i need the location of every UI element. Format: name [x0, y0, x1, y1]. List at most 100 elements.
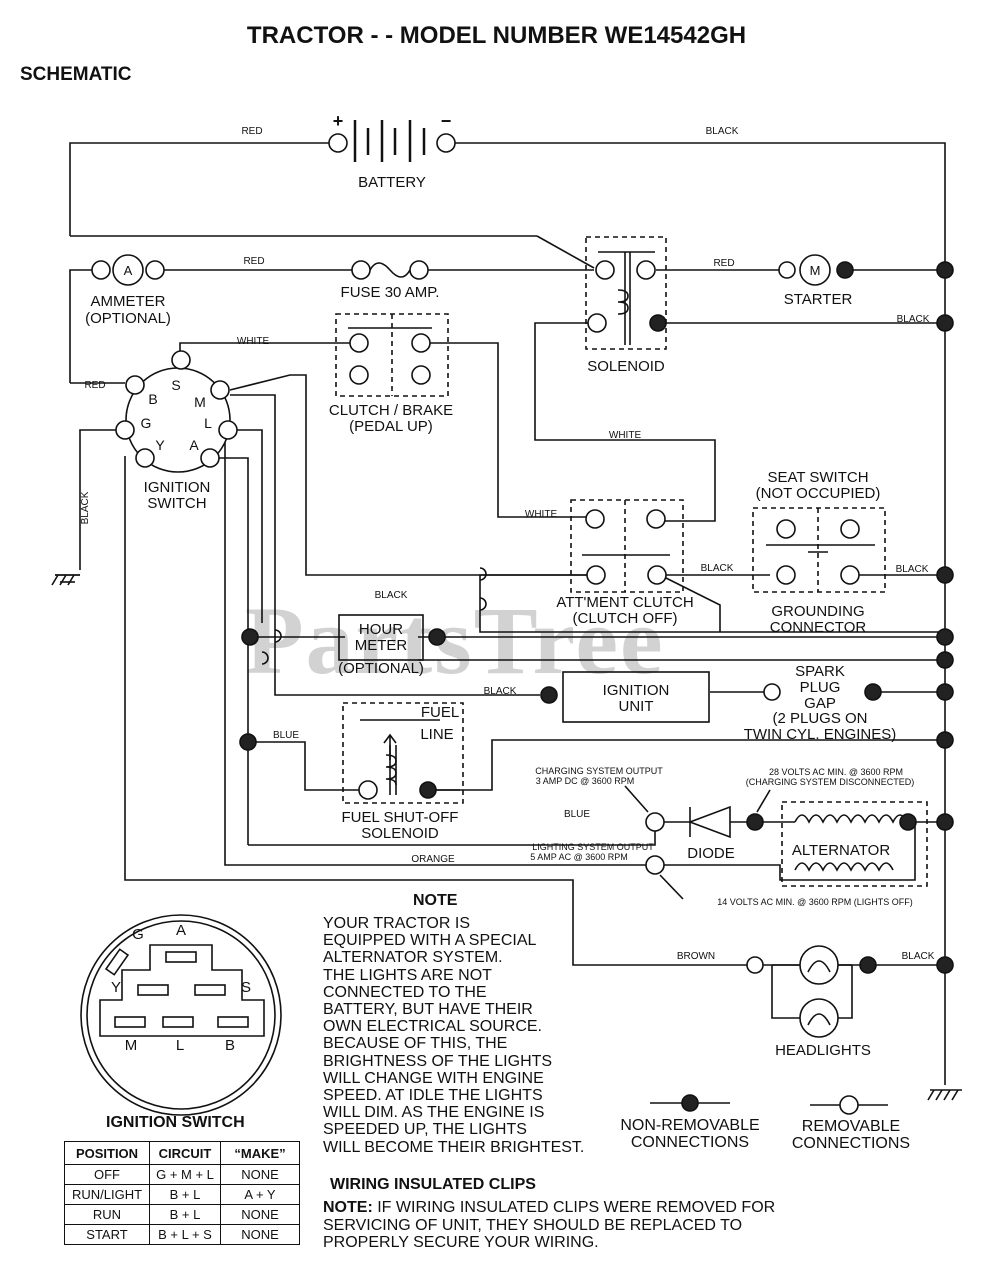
clips-heading: WIRING INSULATED CLIPS — [330, 1176, 536, 1193]
lighting-output-label: LIGHTING SYSTEM OUTPUT — [532, 842, 654, 852]
charging-output-label: CHARGING SYSTEM OUTPUT — [535, 766, 663, 776]
wires — [55, 142, 946, 1085]
plug-letter-g: G — [132, 926, 144, 943]
wire-label-red: RED — [243, 256, 264, 267]
legend-removable-icon — [810, 1095, 888, 1115]
starter-icon — [778, 254, 954, 286]
plug-letter-a: A — [176, 922, 186, 939]
switch-letter-b: B — [148, 391, 157, 407]
wire-label-black: BLACK — [375, 590, 408, 601]
plug-letter-b: B — [225, 1037, 235, 1054]
plug-letter-s: S — [241, 979, 251, 996]
page-title: TRACTOR - - MODEL NUMBER WE14542GH — [246, 22, 747, 49]
switch-letter-s: S — [171, 377, 180, 393]
spark-plug-line-2: PLUG — [800, 679, 841, 696]
spark-plug-line-1: SPARK — [795, 663, 845, 680]
fuel-line-label: FUEL — [421, 704, 459, 721]
starter-label: STARTER — [784, 291, 853, 308]
diode-icon — [645, 805, 764, 839]
pointer-arrow — [659, 874, 684, 900]
ammeter-icon — [91, 254, 165, 286]
wire-label-white: WHITE — [525, 509, 558, 520]
battery-label: BATTERY — [358, 174, 426, 191]
ignition-switch-table: POSITION CIRCUIT “MAKE” OFF G + M + L NO… — [64, 1141, 300, 1245]
wire-label-blue: BLUE — [564, 809, 590, 820]
table-cell: RUN/LIGHT — [64, 1184, 150, 1205]
ignition-unit-icon — [540, 671, 710, 723]
battery-plus: + — [333, 111, 344, 131]
clutch-brake-label: CLUTCH / BRAKE — [329, 402, 453, 419]
pointer-arrow — [756, 789, 771, 813]
volts-28-label: 28 VOLTS AC MIN. @ 3600 RPM — [769, 767, 903, 777]
wire-label-orange: ORANGE — [411, 854, 455, 865]
fuel-solenoid-label: FUEL SHUT-OFF — [342, 809, 459, 826]
wire-label-white: WHITE — [237, 336, 270, 347]
alternator-label: ALTERNATOR — [792, 842, 891, 859]
pointer-arrow — [624, 785, 649, 813]
column-header: CIRCUIT — [149, 1141, 221, 1165]
wire-label-red: RED — [241, 126, 262, 137]
headlights-icon — [746, 945, 954, 1038]
table-cell: NONE — [220, 1204, 300, 1225]
ignition-switch-icon — [115, 350, 238, 473]
seat-switch-label: SEAT SWITCH — [767, 469, 868, 486]
table-cell: B + L — [149, 1184, 221, 1205]
battery-minus: − — [441, 111, 452, 131]
spark-plug-icon — [763, 683, 954, 749]
wire-label-black: BLACK — [80, 491, 91, 524]
fuse-label: FUSE 30 AMP. — [341, 284, 440, 301]
seat-switch-sub: (NOT OCCUPIED) — [756, 485, 881, 502]
ignition-table-title: IGNITION SWITCH — [106, 1114, 245, 1131]
fuel-solenoid-label-2: SOLENOID — [361, 825, 439, 842]
attment-clutch-label: ATT'MENT CLUTCH — [556, 594, 693, 611]
volts-14-label: 14 VOLTS AC MIN. @ 3600 RPM (LIGHTS OFF) — [717, 897, 913, 907]
table-cell: G + M + L — [149, 1164, 221, 1185]
clips-note-label: NOTE: — [323, 1199, 373, 1216]
ignition-switch-label-2: SWITCH — [147, 495, 206, 512]
starter-symbol: M — [810, 263, 821, 278]
wire-label-black: BLACK — [897, 314, 930, 325]
column-header: POSITION — [64, 1141, 150, 1165]
hour-meter-label-2: METER — [355, 637, 408, 654]
table-row: RUN/LIGHT B + L A + Y — [64, 1184, 300, 1205]
ground-right-icon — [927, 1089, 962, 1101]
table-row: OFF G + M + L NONE — [64, 1164, 300, 1185]
spark-plug-line-4: (2 PLUGS ON — [772, 710, 867, 727]
table-cell: A + Y — [220, 1184, 300, 1205]
ammeter-symbol: A — [124, 263, 133, 278]
table-row: START B + L + S NONE — [64, 1224, 300, 1245]
hour-meter-optional: (OPTIONAL) — [338, 660, 424, 677]
legend-non-removable-label: NON-REMOVABLE CONNECTIONS — [620, 1117, 760, 1151]
headlights-label: HEADLIGHTS — [775, 1042, 871, 1059]
wire-label-red: RED — [84, 380, 105, 391]
switch-letter-y: Y — [155, 437, 165, 453]
lighting-output-value: 5 AMP AC @ 3600 RPM — [530, 852, 628, 862]
grounding-label-2: CONNECTOR — [770, 619, 867, 636]
attment-clutch-sub: (CLUTCH OFF) — [573, 610, 678, 627]
seat-switch-icon — [752, 507, 886, 593]
wire-label-black: BLACK — [484, 686, 517, 697]
removable-connection — [645, 855, 665, 875]
ignition-unit-label: IGNITION — [603, 682, 670, 699]
wire-label-black: BLACK — [706, 126, 739, 137]
table-cell: NONE — [220, 1164, 300, 1185]
switch-letter-g: G — [141, 415, 152, 431]
grounding-label: GROUNDING — [771, 603, 864, 620]
junction-dot — [936, 314, 954, 332]
table-row: RUN B + L NONE — [64, 1204, 300, 1225]
fuse-icon — [351, 260, 429, 280]
wire-label-brown: BROWN — [677, 951, 715, 962]
switch-letter-l: L — [204, 415, 212, 431]
hour-meter-icon — [241, 614, 954, 669]
table-cell: OFF — [64, 1164, 150, 1185]
note-heading: NOTE — [413, 892, 458, 909]
wire-label-black: BLACK — [701, 563, 734, 574]
plug-letter-l: L — [176, 1037, 184, 1054]
clutch-brake-sub: (PEDAL UP) — [349, 418, 433, 435]
spark-plug-line-3: GAP — [804, 695, 836, 712]
battery-icon — [328, 120, 456, 162]
column-header: “MAKE” — [220, 1141, 300, 1165]
switch-letter-a: A — [189, 437, 199, 453]
table-header-row: POSITION CIRCUIT “MAKE” — [64, 1141, 300, 1165]
